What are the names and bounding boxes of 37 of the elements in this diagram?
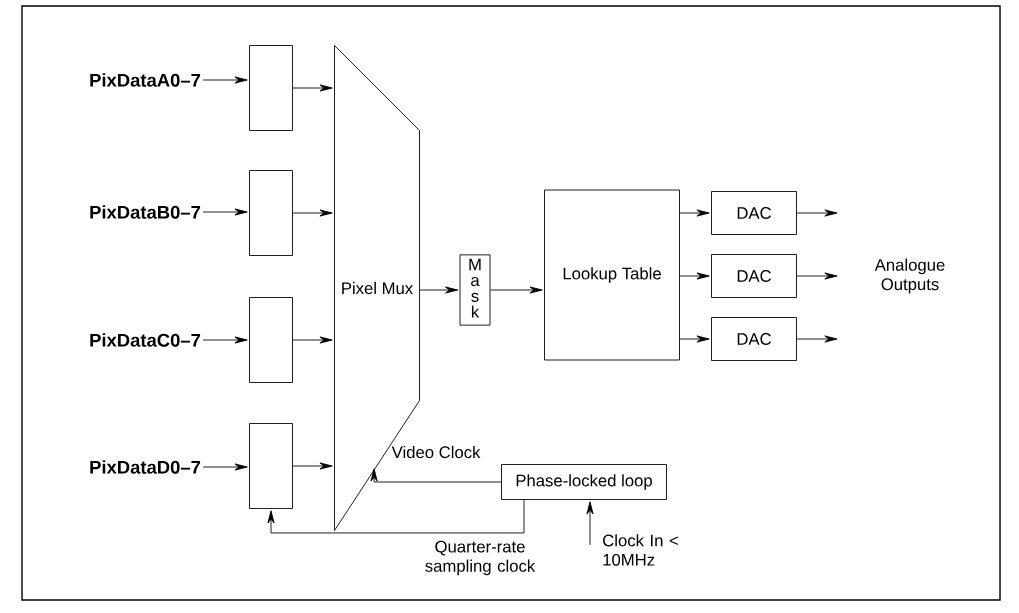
dac-box: DAC — [711, 191, 797, 235]
mask-box: Mask — [459, 254, 491, 326]
arrow — [292, 462, 333, 470]
signal-label: PixDataB0–7 — [90, 205, 201, 219]
arrow — [202, 76, 248, 84]
arrow — [490, 286, 543, 294]
arrow — [796, 335, 838, 343]
arrow — [796, 272, 838, 280]
signal-label: PixDataC0–7 — [90, 333, 201, 347]
arrow — [292, 336, 333, 344]
arrow — [292, 209, 333, 217]
arrow — [202, 336, 248, 344]
edge-label: Video Clock — [391, 445, 481, 459]
latch-box — [249, 170, 293, 256]
arrow — [202, 208, 248, 216]
arrow — [292, 84, 333, 92]
arrow — [796, 209, 838, 217]
signal-label: PixDataD0–7 — [90, 460, 201, 474]
output-label: Analogue Outputs — [874, 258, 945, 294]
arrow — [586, 501, 594, 546]
arrow — [679, 209, 710, 217]
arrow — [419, 286, 459, 294]
latch-box — [249, 297, 293, 383]
edge-label: Quarter-rate sampling clock — [425, 540, 536, 576]
lookup-table-box: Lookup Table — [544, 189, 680, 361]
dac-box: DAC — [711, 254, 797, 298]
arrow — [679, 272, 710, 280]
edge-label: Clock In < 10MHz — [603, 534, 678, 566]
signal-label: PixDataA0–7 — [90, 73, 201, 87]
latch-box — [249, 45, 293, 131]
arrow — [267, 499, 525, 534]
arrow — [202, 463, 248, 471]
arrow — [370, 468, 502, 483]
arrow — [679, 335, 710, 343]
dac-box: DAC — [711, 317, 797, 361]
latch-box — [249, 423, 293, 509]
pll-box: Phase-locked loop — [501, 464, 667, 500]
